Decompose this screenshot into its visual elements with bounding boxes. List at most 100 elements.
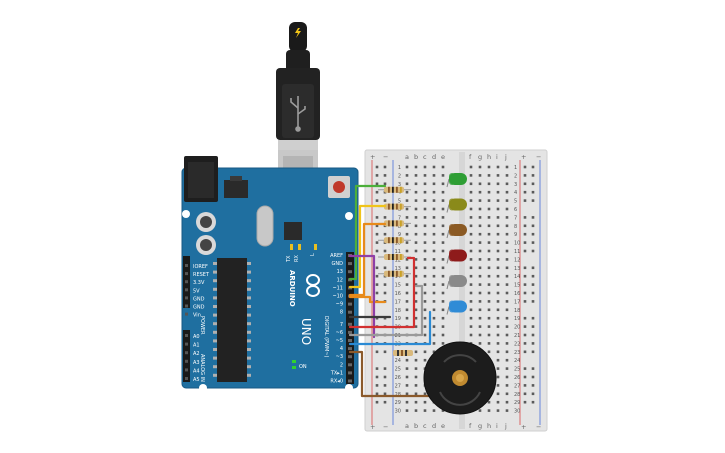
row-number: 6 bbox=[514, 207, 517, 213]
column-label: j bbox=[504, 422, 507, 430]
chip-pin bbox=[213, 270, 217, 274]
rail-minus-label: − bbox=[536, 423, 541, 431]
digital-pin-label: ~6 bbox=[336, 330, 343, 336]
row-number: 9 bbox=[514, 232, 517, 238]
voltage-regulator bbox=[224, 180, 248, 198]
row-number: 30 bbox=[514, 409, 520, 415]
usb-chip bbox=[284, 222, 302, 240]
row-number: 28 bbox=[514, 392, 520, 398]
column-label: f bbox=[469, 153, 472, 161]
chip-pin bbox=[247, 322, 251, 326]
row-number: 22 bbox=[514, 341, 520, 347]
row-number: 3 bbox=[398, 182, 401, 188]
analog-pin-label: A2 bbox=[193, 351, 200, 357]
power-pin-label: GND bbox=[193, 296, 205, 302]
digital-pin-label: 12 bbox=[337, 277, 343, 283]
row-number: 30 bbox=[395, 409, 401, 415]
row-number: 14 bbox=[395, 274, 401, 280]
led-group bbox=[446, 173, 467, 315]
usb-symbol-icon bbox=[290, 96, 306, 132]
power-title: POWER bbox=[199, 316, 205, 335]
row-number: 2 bbox=[398, 173, 401, 179]
led-green bbox=[446, 173, 467, 188]
analog-pin-label: A1 bbox=[193, 343, 200, 349]
row-number: 29 bbox=[395, 400, 401, 406]
column-label: c bbox=[423, 153, 427, 161]
digital-pin-label: TX▸1 bbox=[330, 370, 343, 376]
row-number: 27 bbox=[514, 383, 520, 389]
analog-pin-label: A5 bbox=[193, 377, 200, 383]
rail-plus-label: + bbox=[521, 423, 526, 431]
column-label: i bbox=[496, 153, 498, 161]
piezo-buzzer bbox=[423, 341, 497, 415]
wire-green bbox=[348, 184, 387, 281]
row-number: 16 bbox=[514, 291, 520, 297]
row-number: 29 bbox=[514, 400, 520, 406]
model-label: UNO bbox=[299, 318, 313, 345]
row-number: 23 bbox=[514, 350, 520, 356]
digital-pin-label: 7 bbox=[340, 322, 343, 328]
row-number: 9 bbox=[398, 232, 401, 238]
chip-pin bbox=[213, 279, 217, 283]
column-label: g bbox=[478, 422, 482, 430]
chip-pin bbox=[247, 287, 251, 291]
row-number: 1 bbox=[398, 165, 401, 171]
resistor-group bbox=[378, 186, 411, 277]
row-number: 17 bbox=[514, 299, 520, 305]
wire-purple bbox=[348, 254, 376, 339]
row-number: 14 bbox=[514, 274, 520, 280]
wire-gray bbox=[348, 284, 424, 337]
column-label: i bbox=[496, 422, 498, 430]
chip-pin bbox=[213, 373, 217, 377]
rail-minus-label: − bbox=[383, 423, 388, 431]
wire-orange-2 bbox=[348, 295, 387, 304]
led-blue bbox=[446, 300, 467, 315]
chip-pin bbox=[247, 296, 251, 300]
column-label: f bbox=[469, 422, 472, 430]
digital-pin-label: 2 bbox=[340, 362, 343, 368]
row-number: 25 bbox=[514, 367, 520, 373]
column-label: d bbox=[432, 422, 436, 430]
digital-pin-label: ~3 bbox=[336, 354, 343, 360]
led-red bbox=[446, 249, 467, 264]
rail-minus-label: − bbox=[536, 153, 541, 161]
row-number: 5 bbox=[514, 199, 517, 205]
column-label: e bbox=[441, 153, 445, 161]
row-number: 8 bbox=[514, 224, 517, 230]
rail-minus-label: − bbox=[383, 153, 388, 161]
chip-pin bbox=[247, 356, 251, 360]
row-number: 12 bbox=[395, 257, 401, 263]
column-label: b bbox=[414, 153, 418, 161]
digital-pin-label: 4 bbox=[340, 346, 343, 352]
row-number: 19 bbox=[395, 316, 401, 322]
digital-pin-label: 13 bbox=[337, 269, 343, 275]
digital-pin-label: ~10 bbox=[332, 294, 343, 300]
led-gray bbox=[446, 275, 467, 290]
led-olive bbox=[446, 198, 467, 213]
bolt-icon bbox=[295, 28, 301, 38]
row-number: 13 bbox=[395, 266, 401, 272]
rail-plus-label: + bbox=[370, 153, 375, 161]
chip-pin bbox=[213, 262, 217, 265]
row-number: 18 bbox=[514, 308, 520, 314]
power-pin-label: IOREF bbox=[193, 264, 208, 270]
row-number: 15 bbox=[395, 283, 401, 289]
chip-pin bbox=[213, 330, 217, 334]
chip-pin bbox=[213, 322, 217, 326]
digital-pin-label: RX◂0 bbox=[330, 379, 343, 385]
wire-yellow bbox=[348, 204, 387, 289]
chip-pin bbox=[247, 373, 251, 377]
row-number: 28 bbox=[395, 392, 401, 398]
row-number: 12 bbox=[514, 257, 520, 263]
mounting-hole bbox=[345, 384, 353, 392]
row-number: 18 bbox=[395, 308, 401, 314]
tx-label: TX bbox=[286, 255, 292, 263]
chip-pin bbox=[213, 365, 217, 369]
digital-pin-label: GND bbox=[332, 261, 344, 267]
chip-pin bbox=[247, 313, 251, 317]
arduino-logo bbox=[306, 274, 320, 297]
chip-pin bbox=[213, 305, 217, 308]
row-number: 6 bbox=[398, 207, 401, 213]
